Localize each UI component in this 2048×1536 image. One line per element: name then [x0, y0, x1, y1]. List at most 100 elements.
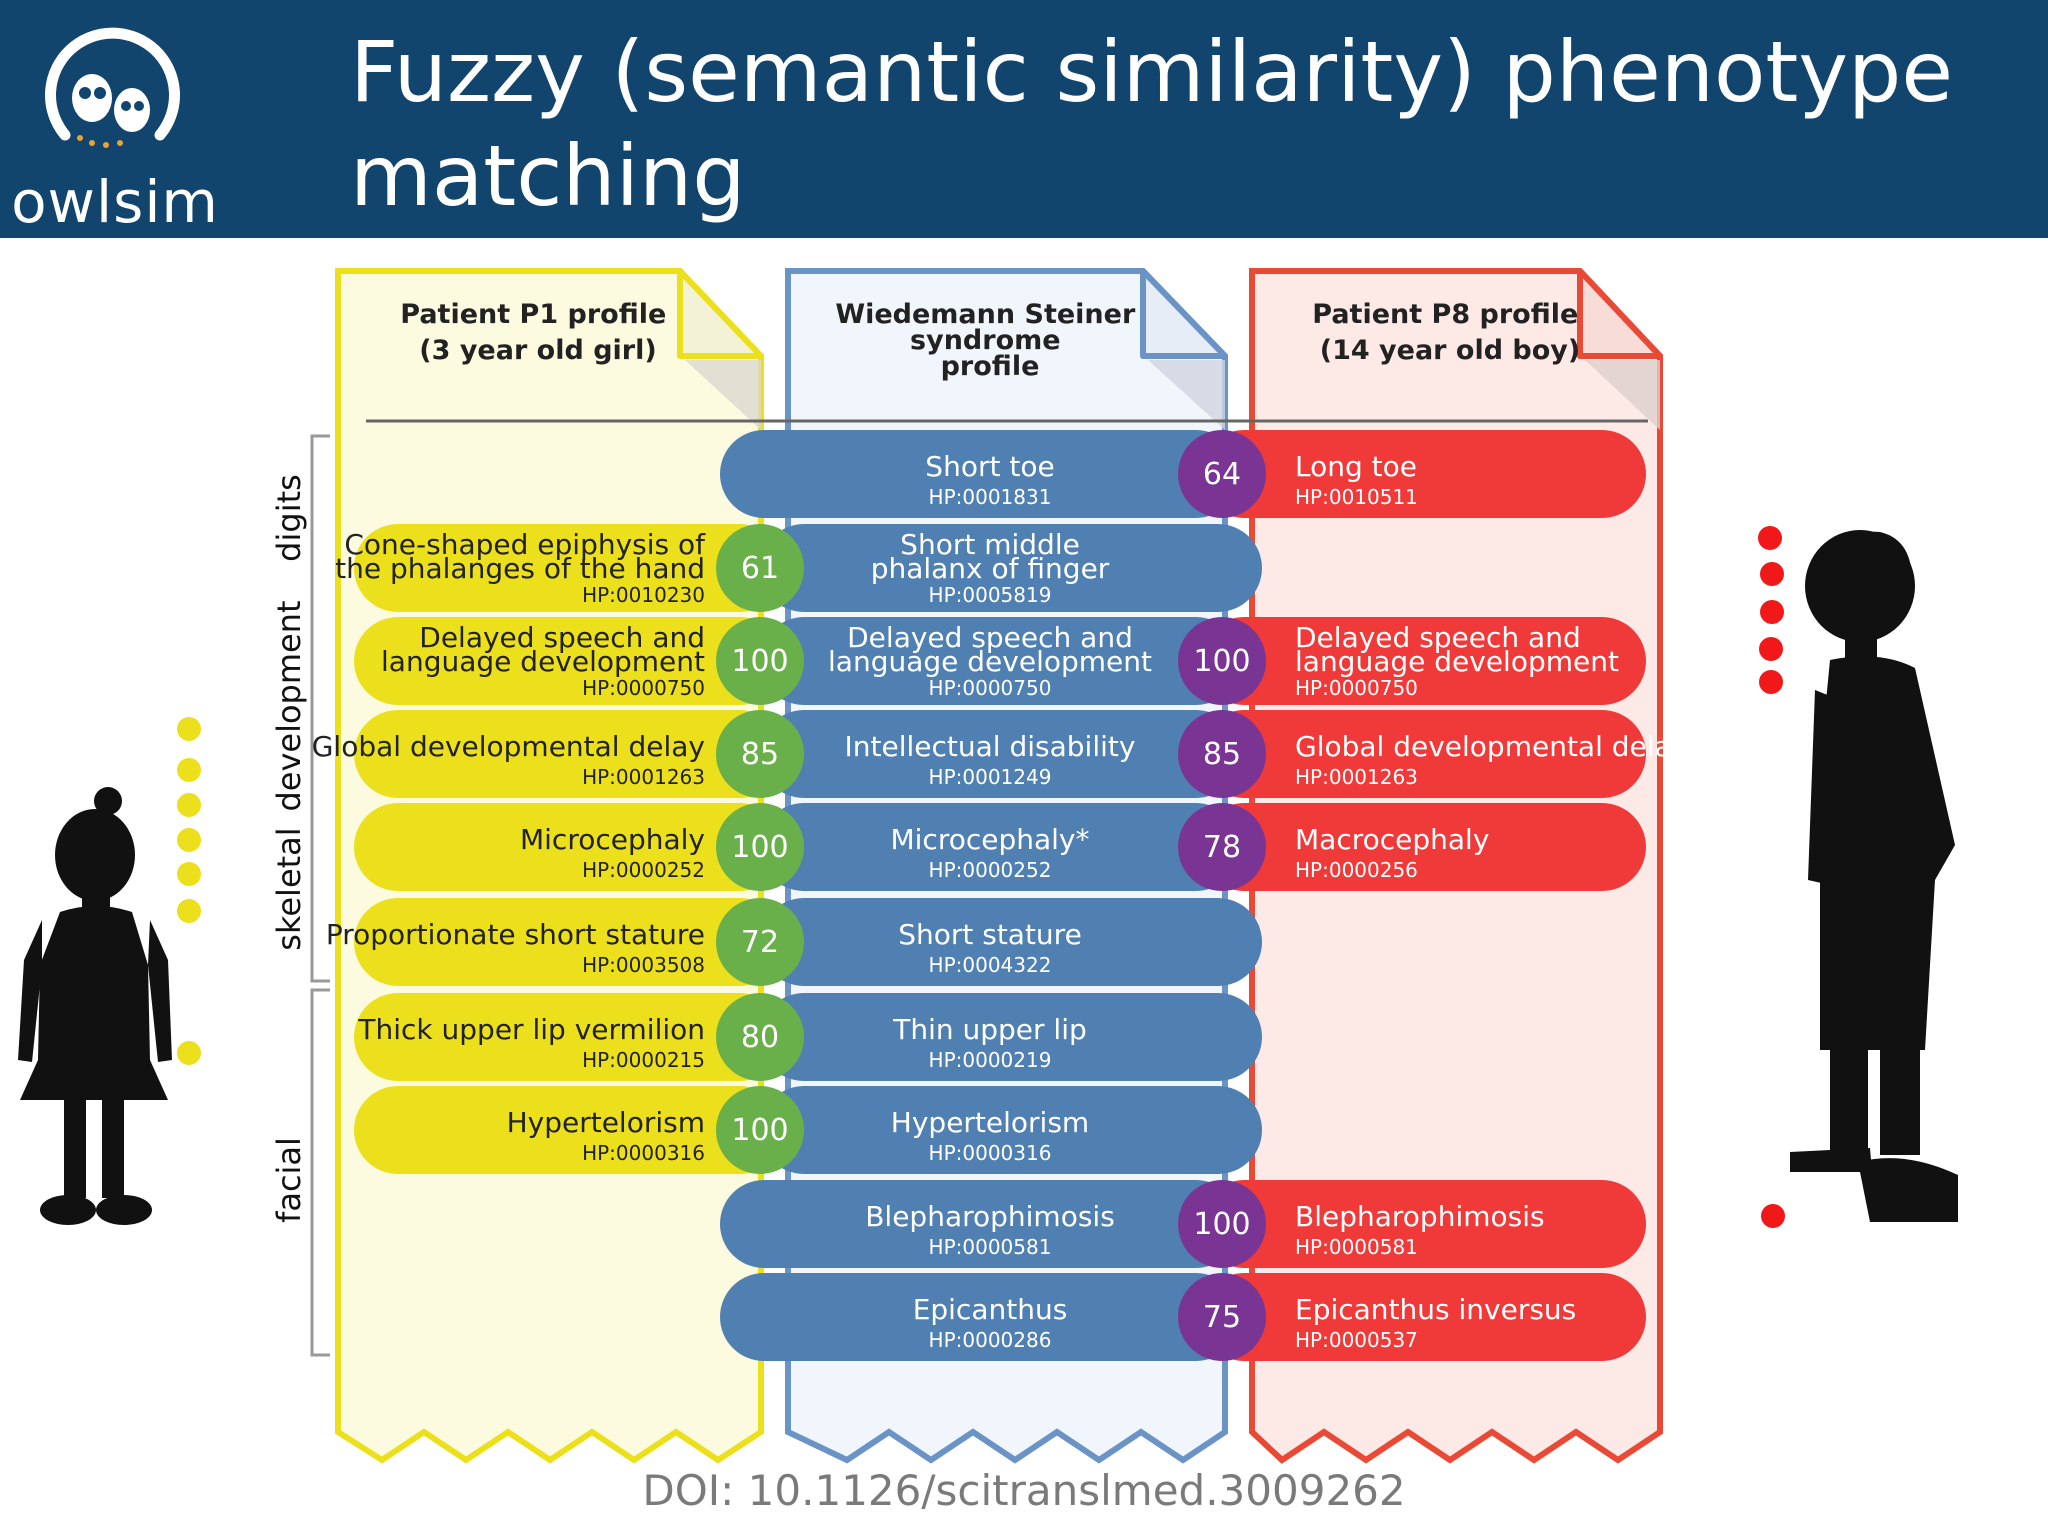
- p1-similarity-score: 100: [731, 644, 788, 679]
- p8-similarity-score-circle: [1178, 617, 1266, 705]
- p8-similarity-score: 100: [1193, 644, 1250, 679]
- wss-phenotype-pill: [760, 524, 1262, 612]
- p1-phenotype-label: Global developmental delay: [312, 730, 705, 763]
- owl-logo-icon: [45, 27, 180, 148]
- p1-phenotype-pill: [354, 993, 784, 1081]
- p8-phenotype-id: HP:0000537: [1295, 1328, 1418, 1352]
- p8-phenotype-id: HP:0000256: [1295, 858, 1418, 882]
- p8-similarity-score: 85: [1203, 737, 1241, 772]
- p1-similarity-score-circle: [716, 993, 804, 1081]
- p8-similarity-score: 64: [1203, 457, 1241, 492]
- p8-similarity-score-circle: [1178, 710, 1266, 798]
- wss-phenotype-label-line-2: language development: [828, 645, 1152, 678]
- p8-phenotype-pill: [1200, 803, 1646, 891]
- p1-phenotype-label-line-2: the phalanges of the hand: [335, 552, 705, 585]
- p8-phenotype-id: HP:0000581: [1295, 1235, 1418, 1259]
- p1-similarity-score-circle: [716, 710, 804, 798]
- p1-phenotype-pill: [354, 1086, 784, 1174]
- p8-phenotype-label: Long toe: [1295, 450, 1417, 483]
- p8-phenotype-id: HP:0000750: [1295, 676, 1418, 700]
- wss-phenotype-label: Short toe: [925, 450, 1054, 483]
- wss-phenotype-id: HP:0005819: [929, 583, 1052, 607]
- wss-phenotype-label-line-2: phalanx of finger: [871, 552, 1110, 585]
- owlsim-logo: owlsim: [10, 10, 220, 236]
- p1-phenotype-pill: [354, 803, 784, 891]
- wss-phenotype-id: HP:0001831: [929, 485, 1052, 509]
- p1-similarity-score-circle: [716, 898, 804, 986]
- p1-phenotype-pill: [354, 710, 784, 798]
- wss-phenotype-id: HP:0000750: [929, 676, 1052, 700]
- p8-phenotype-pill: [1200, 710, 1646, 798]
- p1-column-title: Patient P1 profile (3 year old girl): [400, 299, 675, 366]
- category-label-digits: digits: [270, 474, 308, 562]
- p1-phenotype-label-line-2: language development: [381, 645, 705, 678]
- p8-similarity-score-circle: [1178, 803, 1266, 891]
- p1-phenotype-id: HP:0000750: [582, 676, 705, 700]
- wss-phenotype-pill: [760, 803, 1240, 891]
- p8-similarity-score: 78: [1203, 830, 1241, 865]
- boy-silhouette-icon: [1790, 530, 1958, 1222]
- category-brackets: [310, 434, 330, 1357]
- p1-phenotype-id: HP:0000215: [582, 1048, 705, 1072]
- p8-phenotype-pill: [1200, 430, 1646, 518]
- wss-phenotype-id: HP:0004322: [929, 953, 1052, 977]
- girl-silhouette-icon: [18, 787, 172, 1225]
- wss-phenotype-pill: [760, 617, 1240, 705]
- p8-column-fold: [1577, 268, 1663, 359]
- wss-phenotype-label-line-1: Short middle: [900, 528, 1080, 561]
- boy-red-dots: [1758, 526, 1785, 1228]
- p8-phenotype-label-line-1: Delayed speech and: [1295, 621, 1581, 654]
- p1-phenotype-id: HP:0001263: [582, 765, 705, 789]
- wss-phenotype-pill: [760, 898, 1262, 986]
- wss-phenotype-label-line-1: Delayed speech and: [847, 621, 1133, 654]
- p1-similarity-score-circle: [716, 524, 804, 612]
- p1-phenotype-pill: [354, 524, 784, 612]
- p1-phenotype-id: HP:0000316: [582, 1141, 705, 1165]
- p1-similarity-score: 85: [741, 737, 779, 772]
- category-labels: digits development skeletal facial: [270, 474, 308, 1223]
- p8-phenotype-pill: [1200, 1180, 1646, 1268]
- phenotype-row: 100BlepharophimosisHP:0000581Blepharophi…: [720, 1180, 1646, 1268]
- p8-phenotype-pill: [1200, 617, 1646, 705]
- wss-phenotype-label: Thin upper lip: [892, 1013, 1087, 1046]
- wss-phenotype-id: HP:0000219: [929, 1048, 1052, 1072]
- p8-similarity-score-circle: [1178, 430, 1266, 518]
- wss-phenotype-pill: [720, 430, 1240, 518]
- p1-phenotype-label: Thick upper lip vermilion: [357, 1013, 705, 1046]
- p8-phenotype-label: Global developmental delay: [1295, 730, 1688, 763]
- p8-phenotype-label: Blepharophimosis: [1295, 1200, 1545, 1233]
- p1-phenotype-pill: [354, 617, 784, 705]
- p1-phenotype-pill: [354, 898, 784, 986]
- wss-phenotype-id: HP:0000286: [929, 1328, 1052, 1352]
- p8-similarity-score: 75: [1203, 1300, 1241, 1335]
- p8-phenotype-label: Macrocephaly: [1295, 823, 1489, 856]
- p1-phenotype-id: HP:0010230: [582, 583, 705, 607]
- wss-phenotype-id: HP:0000581: [929, 1235, 1052, 1259]
- p8-similarity-score-circle: [1178, 1180, 1266, 1268]
- p8-column-title: Patient P8 profile (14 year old boy): [1312, 299, 1587, 366]
- p1-similarity-score: 100: [731, 1113, 788, 1148]
- p1-phenotype-id: HP:0003508: [582, 953, 705, 977]
- wss-phenotype-label: Intellectual disability: [845, 730, 1136, 763]
- header-banner: owlsim Fuzzy (semantic similarity) pheno…: [0, 0, 2048, 238]
- p1-column-fold: [677, 268, 764, 359]
- wss-phenotype-pill: [720, 1273, 1240, 1361]
- wss-phenotype-label: Hypertelorism: [891, 1106, 1089, 1139]
- wss-phenotype-id: HP:0001249: [929, 765, 1052, 789]
- wss-phenotype-pill: [720, 1180, 1240, 1268]
- wss-phenotype-label: Epicanthus: [913, 1293, 1068, 1326]
- doi-citation: DOI: 10.1126/scitranslmed.3009262: [642, 1466, 1406, 1515]
- wss-column-shadow: [1148, 360, 1225, 430]
- wss-phenotype-id: HP:0000252: [929, 858, 1052, 882]
- logo-wordmark: owlsim: [11, 168, 219, 236]
- p1-similarity-score-circle: [716, 803, 804, 891]
- p1-similarity-score: 100: [731, 830, 788, 865]
- phenotype-matching-diagram: Patient P1 profile (3 year old girl) Wie…: [18, 268, 1958, 1464]
- wss-phenotype-pill: [760, 993, 1262, 1081]
- p8-similarity-score-circle: [1178, 1273, 1266, 1361]
- wss-column-title: Wiedemann Steiner syndrome profile: [835, 299, 1144, 382]
